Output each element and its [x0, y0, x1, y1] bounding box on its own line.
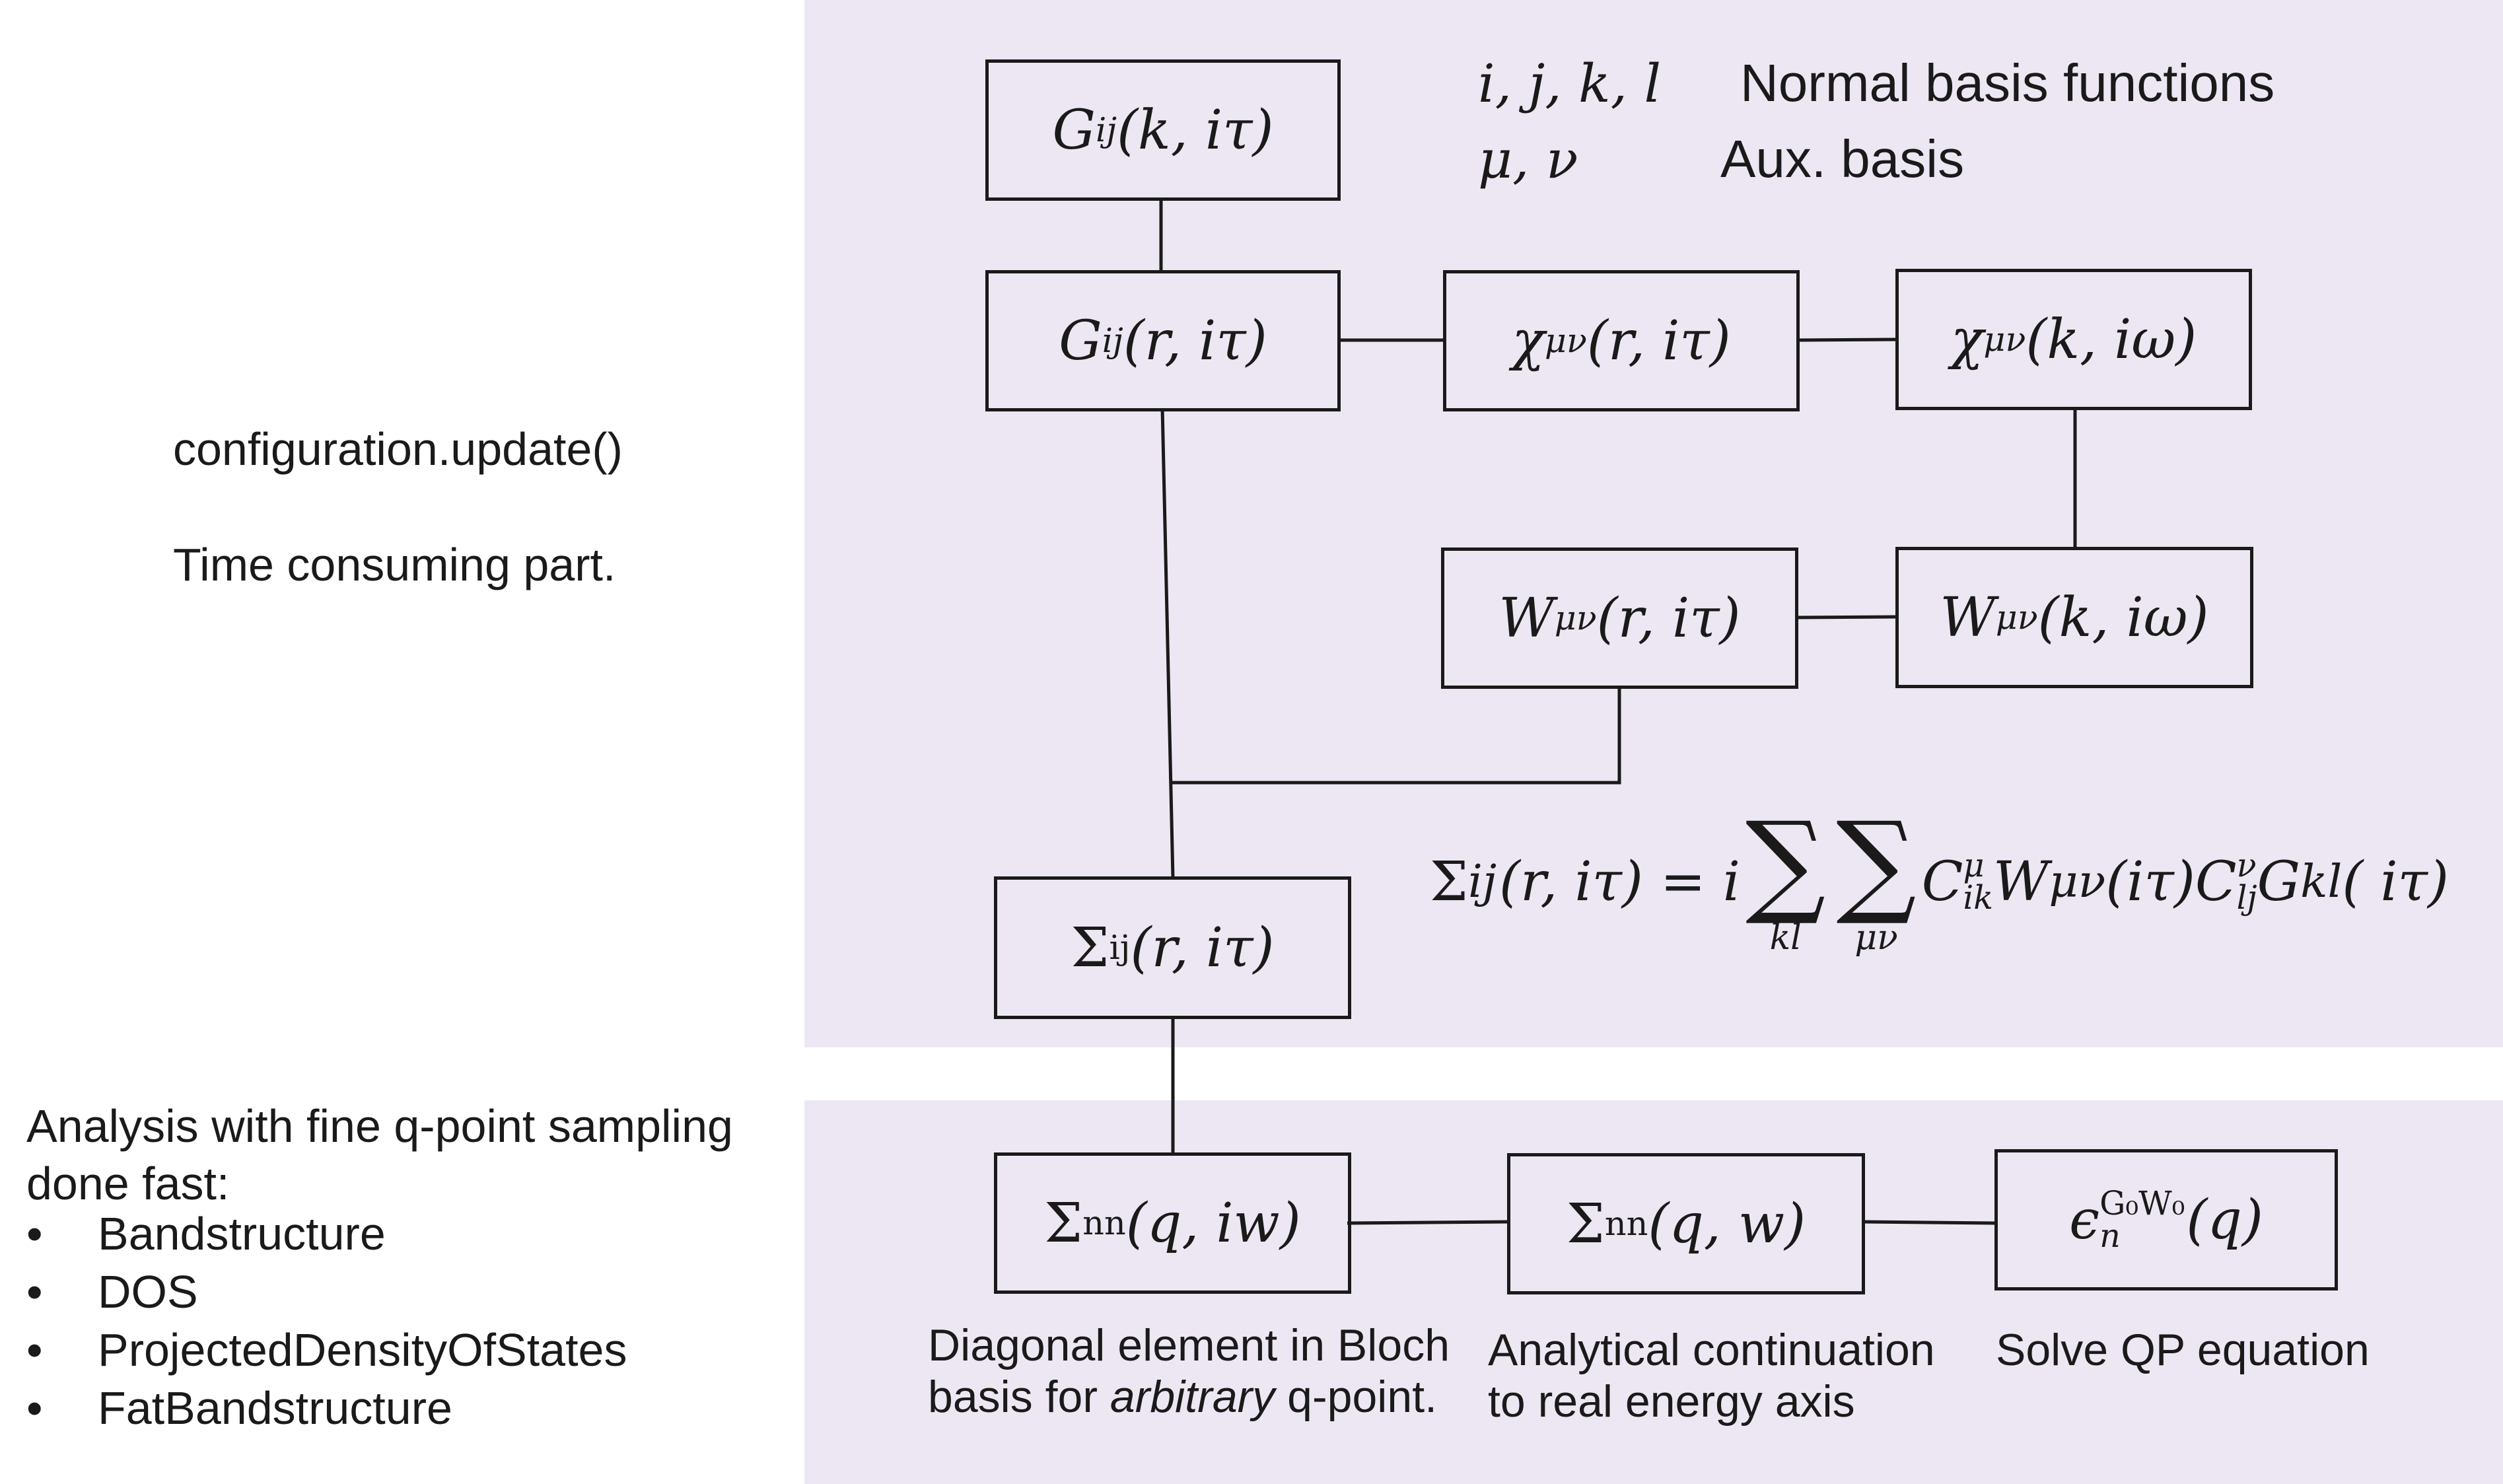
edge-gr-sigma	[1160, 407, 1175, 879]
legend-aux-label: Aux. basis	[1720, 129, 1965, 188]
sum-kl: ∑ kl	[1745, 798, 1826, 958]
analysis-item-bandstructure: Bandstructure	[26, 1207, 627, 1265]
sum-mu-nu: ∑ μν	[1836, 798, 1917, 958]
analysis-heading-line2: done fast:	[26, 1158, 230, 1209]
analysis-item-fatbands: FatBandstructure	[26, 1382, 627, 1440]
update-call-label: configuration.update()	[173, 423, 623, 475]
edge-wr-wk	[1796, 615, 1897, 619]
legend-normal-symbols: i, j, k, l	[1478, 53, 1662, 114]
analysis-item-pdos: ProjectedDensityOfStates	[26, 1324, 627, 1382]
edge-chir-chik	[1797, 337, 1897, 342]
analysis-item-dos: DOS	[26, 1265, 627, 1324]
edge-wr-sigma	[1172, 687, 1621, 785]
edge-sigmaqiw-sigmaqw	[1347, 1220, 1509, 1225]
time-consuming-label: Time consuming part.	[173, 539, 616, 590]
legend-aux-symbols: μ, ν	[1478, 129, 1578, 190]
note-solve-qp: Solve QP equation	[1996, 1325, 2370, 1375]
edge-sigmaqw-eps	[1863, 1220, 1996, 1225]
analysis-list: Bandstructure DOS ProjectedDensityOfStat…	[26, 1207, 627, 1440]
analysis-heading-line1: Analysis with fine q-point sampling	[26, 1100, 733, 1152]
legend-normal-label: Normal basis functions	[1740, 53, 2275, 112]
note-diagonal-element: Diagonal element in Bloch basis for arbi…	[928, 1320, 1450, 1422]
top-panel	[804, 0, 2503, 1047]
note-analytical-continuation: Analytical continuation to real energy a…	[1488, 1325, 1935, 1427]
